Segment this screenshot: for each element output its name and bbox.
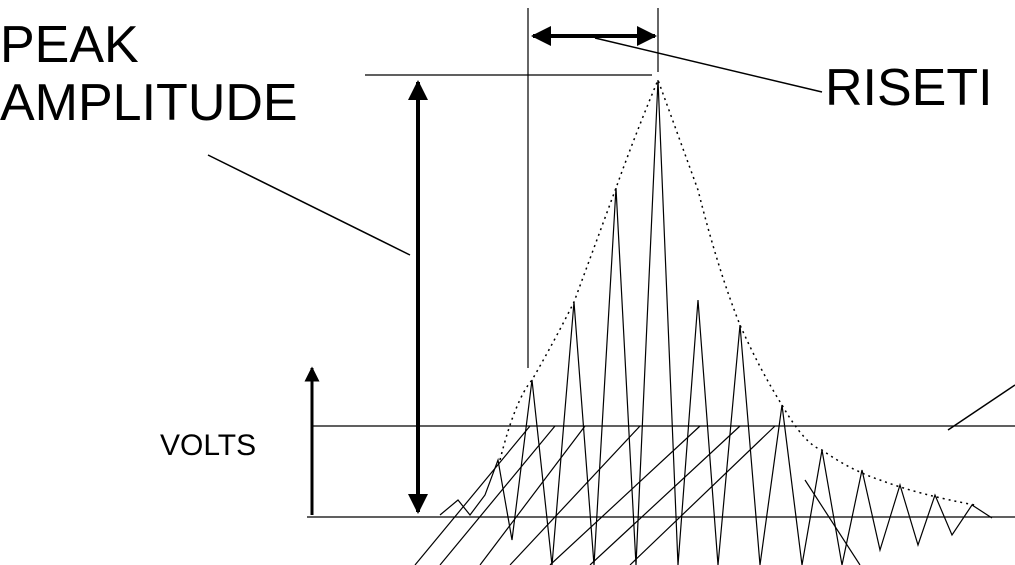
risetime-leader bbox=[594, 37, 823, 93]
hatch-lines bbox=[414, 425, 861, 565]
risetime-label: RISETI bbox=[825, 59, 993, 117]
amplitude-label: AMPLITUDE bbox=[0, 74, 298, 132]
peak-amplitude-leader bbox=[207, 154, 411, 256]
waveform-signal bbox=[439, 79, 993, 565]
signal-envelope bbox=[499, 77, 976, 506]
peak-label: PEAK bbox=[0, 16, 139, 74]
threshold-leader bbox=[947, 384, 1015, 431]
volts-label: VOLTS bbox=[160, 429, 256, 462]
